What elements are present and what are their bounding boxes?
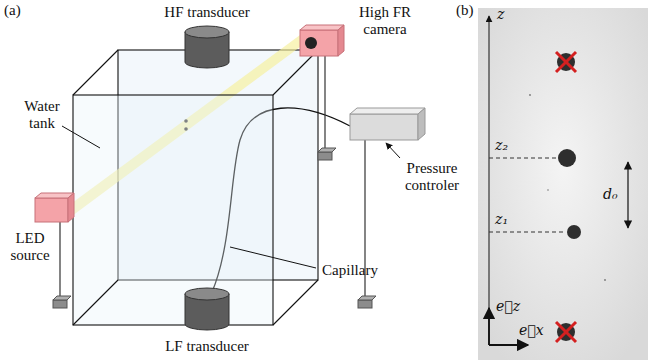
image-speck — [529, 94, 531, 96]
panel-letter: (a) — [4, 2, 21, 19]
tank-edge — [273, 50, 318, 95]
part-label: Water tank — [16, 98, 68, 133]
camera-body — [300, 30, 338, 56]
tank-edge — [273, 280, 318, 325]
tank-edge — [73, 50, 118, 95]
position-label: z₂ — [495, 137, 508, 153]
leader-line — [62, 126, 100, 148]
bubble — [557, 323, 575, 341]
stand-block — [358, 300, 372, 308]
stand-block — [318, 152, 332, 160]
controller-side — [418, 108, 425, 140]
part-label: Capillary — [322, 262, 378, 279]
part-label: LED source — [4, 230, 56, 265]
stand-block-top — [318, 148, 336, 152]
leader-line — [230, 247, 316, 268]
hf-transducer-top — [185, 26, 229, 38]
image-speck — [547, 189, 549, 191]
camera-top — [300, 25, 344, 30]
controller-top — [350, 108, 425, 114]
position-guide — [489, 158, 556, 159]
camera-side — [338, 25, 344, 56]
reject-mark — [556, 322, 576, 342]
part-label: High FR camera — [350, 4, 420, 39]
unit-vector — [488, 308, 490, 345]
led-side — [68, 193, 74, 222]
bubble — [558, 149, 576, 167]
unit-vector — [489, 344, 528, 346]
part-label: Pressure controler — [392, 160, 472, 195]
camera-lens — [305, 37, 317, 49]
led-body — [35, 198, 68, 222]
tank-front-face — [73, 95, 273, 325]
camera-image — [478, 8, 648, 360]
reject-mark — [556, 322, 576, 342]
lf-transducer-top — [185, 288, 229, 300]
axis-label: z — [497, 6, 504, 22]
stand-block-top — [53, 296, 71, 300]
vector-label: e⃗z — [496, 298, 520, 314]
part-label: LF transducer — [165, 338, 249, 355]
tank-edge — [73, 280, 118, 325]
stand-block-top — [358, 296, 376, 300]
image-speck — [604, 279, 606, 281]
led-post — [59, 222, 60, 300]
controller-body — [350, 114, 418, 140]
camera-post — [324, 56, 325, 152]
bubble — [557, 53, 575, 71]
stand-block — [53, 300, 67, 308]
reject-mark — [556, 52, 576, 72]
panel-letter: (b) — [456, 2, 474, 19]
position-label: z₁ — [495, 211, 508, 227]
distance-label: d₀ — [603, 186, 618, 202]
reject-mark — [556, 52, 576, 72]
bubble — [567, 225, 581, 239]
distance-arrow — [627, 162, 628, 228]
z-axis — [489, 16, 490, 345]
leader-arrow — [386, 143, 400, 158]
position-guide — [489, 232, 565, 233]
vector-label: e⃗x — [519, 322, 544, 338]
part-label: HF transducer — [164, 4, 249, 21]
